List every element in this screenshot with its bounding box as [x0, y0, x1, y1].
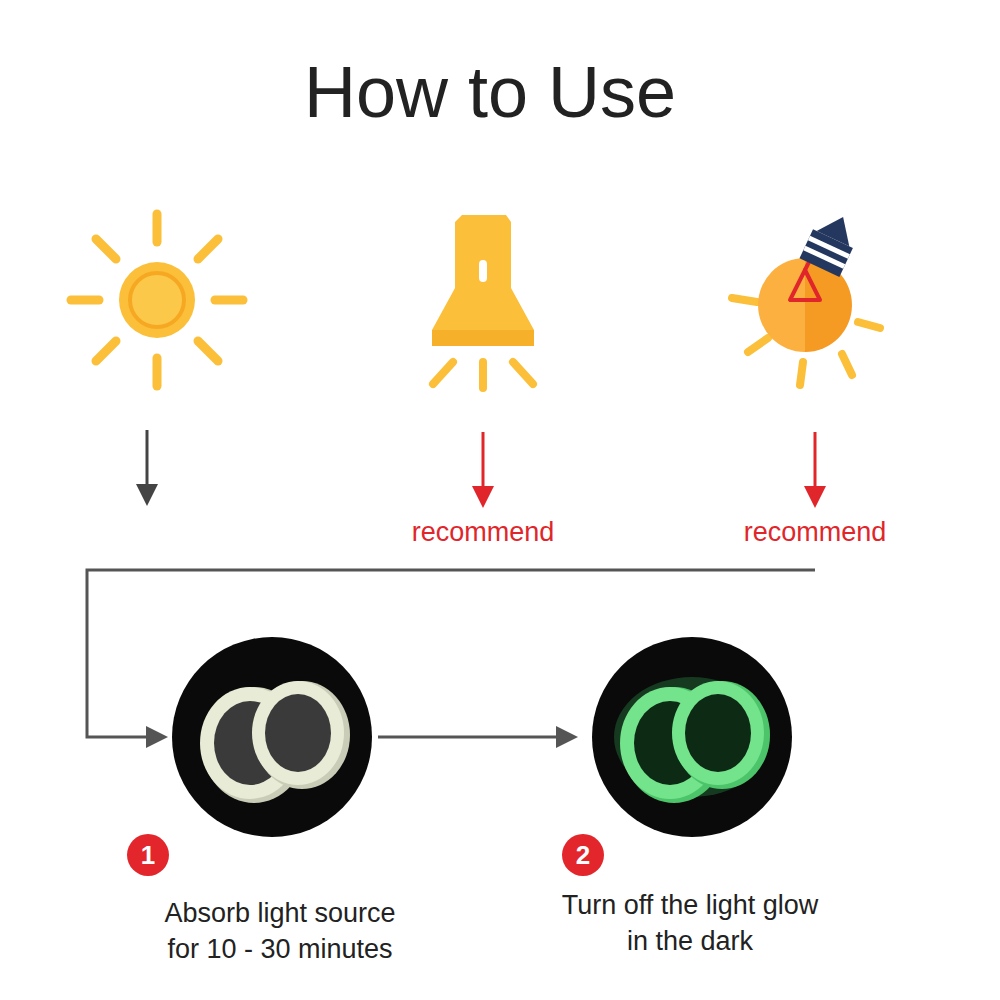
sun-icon	[71, 214, 243, 386]
step-node: Absorb light source for 10 - 30 minutes	[172, 637, 372, 837]
step-arrow	[378, 726, 578, 748]
step-node: Turn off the light glow in the dark	[592, 637, 792, 837]
tape-photo	[172, 637, 372, 837]
source-arrows	[136, 430, 826, 508]
callout-badge	[562, 834, 604, 876]
callout-number: 1	[141, 841, 155, 870]
step-caption: Turn off the light glow in the dark	[555, 887, 825, 959]
recommend-label: recommend	[744, 518, 887, 548]
step-caption: Absorb light source for 10 - 30 minutes	[145, 895, 415, 967]
title: How to Use	[304, 50, 676, 134]
glowing-tape-photo	[592, 637, 792, 837]
callout-badge	[127, 834, 169, 876]
flashlight-icon	[432, 215, 534, 388]
bulb-icon	[732, 208, 880, 385]
callout-number: 2	[576, 841, 590, 870]
recommend-label: recommend	[412, 518, 555, 548]
